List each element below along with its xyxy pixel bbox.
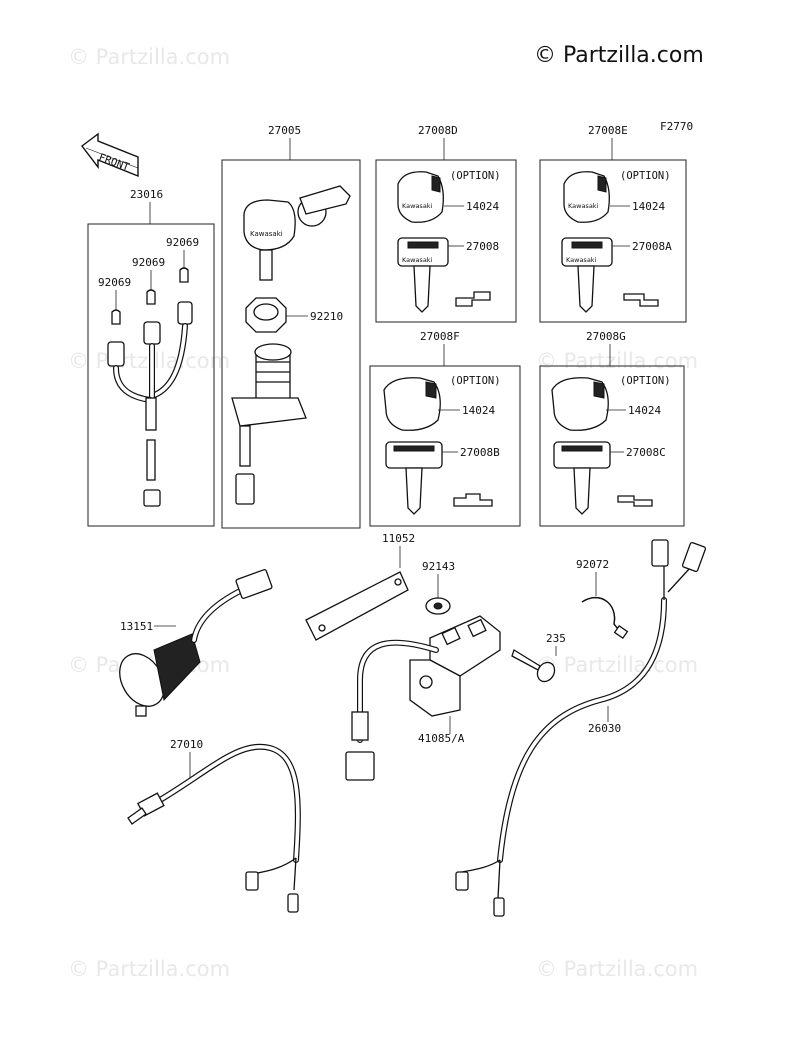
group-box-27008E [539,159,687,323]
grommet-92143 [425,597,451,615]
key-cut-pattern-e [623,293,659,307]
option-27008F: (OPTION) [450,375,501,387]
key-cover-14024-d: Kawasaki [397,171,444,223]
cable-strap-92072 [581,596,629,640]
label-13151: 13151 [120,620,153,633]
key-cover-14024-f [383,377,441,431]
label-92069-left: 92069 [98,276,131,289]
label-26030: 26030 [588,722,621,735]
group-box-27008D [375,159,517,323]
label-27008B: 27008B [460,446,500,459]
ring-nut-92210 [245,297,287,333]
label-27008D: 27008D [418,124,458,137]
group-box-27005 [221,159,361,529]
label-23016: 23016 [130,188,163,201]
label-14024-d: 14024 [466,200,499,213]
label-92069-top: 92069 [166,236,199,249]
ignition-switch-body [231,343,307,505]
label-27008E: 27008E [588,124,628,137]
label-27008: 27008 [466,240,499,253]
watermark-bottom-right: © Partzilla.com [536,957,698,981]
label-27005: 27005 [268,124,301,137]
screw-235 [511,649,556,683]
key-cut-pattern-d [455,291,491,307]
label-92069-mid: 92069 [132,256,165,269]
key-brand-27008: Kawasaki [402,256,433,264]
label-92143: 92143 [422,560,455,573]
label-92072: 92072 [576,558,609,571]
key-cut-pattern-g [617,495,653,507]
group-box-23016 [87,223,215,527]
ignition-key-icon: Kawasaki [243,185,351,281]
label-27008F: 27008F [420,330,460,343]
watermark-bottom-left: © Partzilla.com [68,957,230,981]
key-cover-14024-g [551,377,609,431]
label-27008A: 27008A [632,240,672,253]
light-switch-41085 [345,615,501,781]
key-brand-e: Kawasaki [568,202,599,210]
label-27008G: 27008G [586,330,626,343]
key-blank-27008: Kawasaki [397,237,449,313]
label-14024-f: 14024 [462,404,495,417]
cable-27010 [127,743,301,913]
watermark-mid-right: © Partzilla.com [536,349,698,373]
option-27008G: (OPTION) [620,375,671,387]
bracket-11052 [305,571,409,641]
watermark-lower-right: © Partzilla.com [536,653,698,677]
key-brand-27005: Kawasaki [250,230,283,238]
key-blank-27008A: Kawasaki [561,237,613,313]
key-brand-d: Kawasaki [402,202,433,210]
front-arrow-icon: FRONT [81,132,139,178]
label-27008C: 27008C [626,446,666,459]
label-41085A: 41085/A [418,732,465,745]
key-blank-27008B [385,441,443,515]
label-27010: 27010 [170,738,203,751]
label-235: 235 [546,632,566,645]
key-cover-14024-e: Kawasaki [563,171,610,223]
label-14024-g: 14024 [628,404,661,417]
label-92210: 92210 [310,310,343,323]
label-14024-e: 14024 [632,200,665,213]
option-27008E: (OPTION) [620,170,671,182]
key-blank-27008C [553,441,611,515]
copyright-watermark: © Partzilla.com [534,43,704,68]
indicator-lamp-13151 [119,569,273,717]
group-box-27008F [369,365,521,527]
bulb-harness-23016 [107,267,193,507]
watermark-top-left: © Partzilla.com [68,45,230,69]
label-11052: 11052 [382,532,415,545]
wire-harness-26030 [455,539,707,917]
option-27008D: (OPTION) [450,170,501,182]
key-cut-pattern-f [453,493,493,507]
key-brand-27008A: Kawasaki [566,256,597,264]
figure-code: F2770 [660,120,693,133]
group-box-27008G [539,365,685,527]
